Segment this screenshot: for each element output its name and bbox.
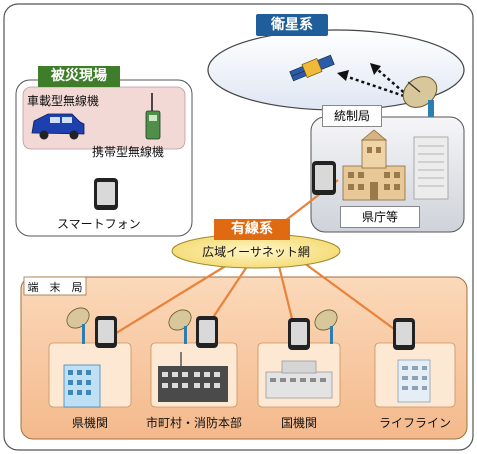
smartphone-label: スマートフォン (57, 217, 141, 231)
site-label-national: 国機関 (280, 416, 317, 430)
site-label-lifeline: ライフライン (378, 416, 451, 430)
terminal-station-panel (20, 276, 468, 440)
portable-radio-icon (145, 93, 161, 140)
satellite-dish-icon (66, 307, 90, 344)
satellite-dish-icon (402, 76, 438, 117)
smartphone-icon (288, 318, 310, 350)
prefectural-office-building-icon (342, 129, 406, 201)
disaster-site-tag: 被災現場 (38, 66, 120, 87)
site-box-prefecture (48, 342, 132, 408)
terminal-station-label: 端 末 局 (27, 281, 83, 294)
terminal-station-tag (23, 276, 87, 296)
prefectural-office-label: 県庁等 (340, 206, 420, 228)
smartphone-icon (393, 318, 415, 350)
arrow-head-icon (370, 63, 381, 75)
site-label-municipality: 市町村・消防本部 (145, 416, 242, 430)
smartphone-icon (312, 161, 336, 195)
smartphone-icon (95, 316, 117, 348)
site-box-lifeline (374, 342, 456, 408)
control-station-label: 統制局 (322, 105, 382, 127)
satellite-tag: 衛星系 (256, 14, 328, 36)
site-label-prefecture: 県機関 (71, 416, 108, 430)
satellite-dish-icon (168, 309, 192, 344)
site-box-municipality (150, 342, 238, 408)
office-tower-icon (413, 136, 449, 200)
vehicle-icon (31, 113, 85, 140)
portable-radio-label: 携帯型無線機 (92, 145, 165, 159)
ethernet-network-label: 広域イーサネット網 (202, 245, 310, 259)
smartphone-icon (196, 316, 218, 348)
satellite-uplink-arrows (344, 69, 409, 98)
satellite-dish-icon (314, 309, 338, 344)
satellite-icon (289, 54, 335, 82)
smartphone-icon (94, 178, 118, 210)
vehicle-radio-label: 車載型無線機 (27, 94, 100, 108)
arrow-head-icon (337, 70, 349, 81)
site-box-national (257, 342, 341, 408)
wired-tag: 有線系 (214, 219, 290, 240)
